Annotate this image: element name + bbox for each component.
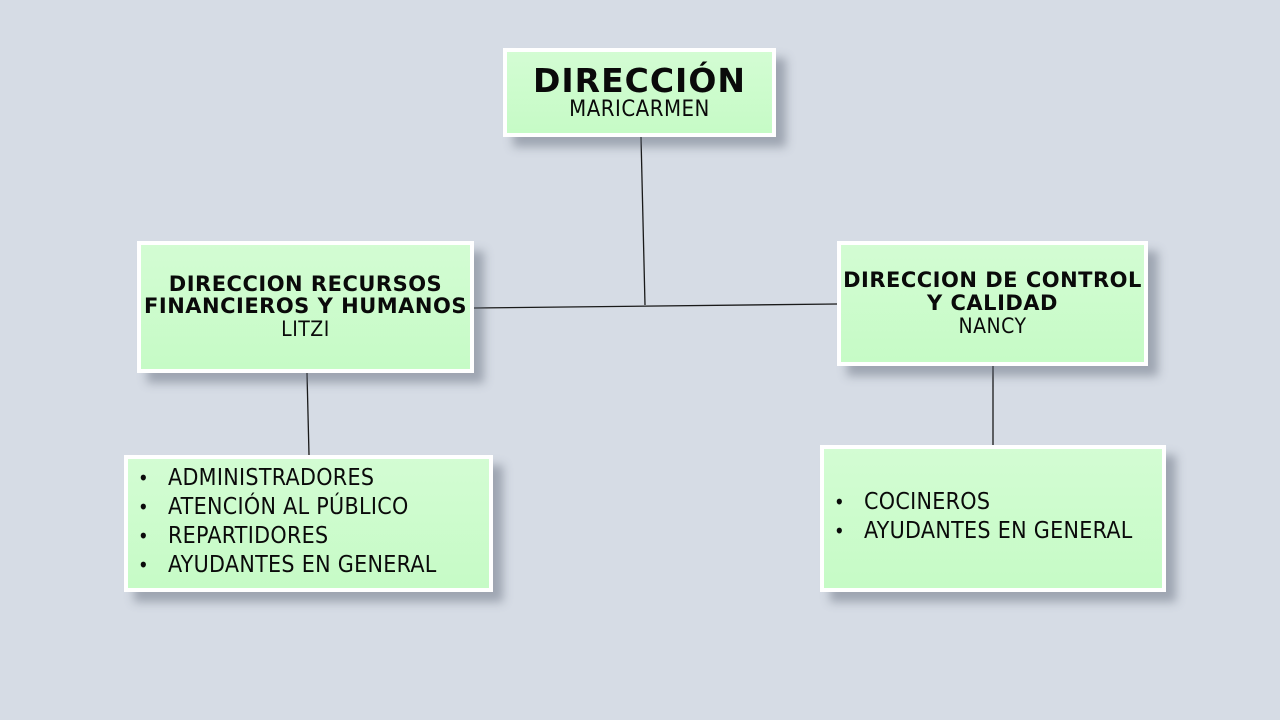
direccion-title: DIRECCIÓN xyxy=(532,60,746,100)
list-item-label: REPARTIDORES xyxy=(168,523,329,549)
recursos-financieros-humanos-box: DIRECCION RECURSOS FINANCIEROS Y HUMANOS… xyxy=(137,241,474,373)
list-item: • ADMINISTRADORES xyxy=(132,464,437,493)
calidad-staff-box: • COCINEROS • AYUDANTES EN GENERAL xyxy=(820,445,1166,592)
list-item-label: AYUDANTES EN GENERAL xyxy=(168,552,437,578)
list-item: • ATENCIÓN AL PÚBLICO xyxy=(132,493,437,522)
list-item-label: ADMINISTRADORES xyxy=(168,465,375,491)
list-item-label: COCINEROS xyxy=(864,489,991,515)
connector-left-to-list xyxy=(306,372,310,456)
calidad-title-line2: Y CALIDAD xyxy=(927,290,1058,315)
direccion-box: DIRECCIÓN MARICARMEN xyxy=(503,48,776,137)
bullet-icon: • xyxy=(138,553,149,577)
recursos-staff-list: • ADMINISTRADORES • ATENCIÓN AL PÚBLICO • R… xyxy=(132,464,437,580)
connector-horizontal-bar xyxy=(473,303,838,309)
bullet-icon: • xyxy=(138,495,149,519)
recursos-staff-box: • ADMINISTRADORES • ATENCIÓN AL PÚBLICO • R… xyxy=(124,455,493,592)
recursos-title-line1: DIRECCION RECURSOS xyxy=(168,271,443,296)
calidad-staff-list: • COCINEROS • AYUDANTES EN GENERAL xyxy=(828,488,1133,546)
calidad-title-line1: DIRECCION DE CONTROL xyxy=(843,268,1142,293)
recursos-name: LITZI xyxy=(281,317,330,342)
bullet-icon: • xyxy=(834,519,845,543)
list-item-label: ATENCIÓN AL PÚBLICO xyxy=(168,494,409,520)
recursos-title-line2: FINANCIEROS Y HUMANOS xyxy=(144,294,467,319)
control-calidad-box: DIRECCION DE CONTROL Y CALIDAD NANCY xyxy=(837,241,1148,366)
direccion-name: MARICARMEN xyxy=(569,97,710,123)
calidad-name: NANCY xyxy=(958,313,1027,338)
bullet-icon: • xyxy=(138,466,149,490)
bullet-icon: • xyxy=(138,524,149,548)
list-item: • AYUDANTES EN GENERAL xyxy=(132,551,437,580)
list-item: • REPARTIDORES xyxy=(132,522,437,551)
list-item: • AYUDANTES EN GENERAL xyxy=(828,517,1133,546)
list-item: • COCINEROS xyxy=(828,488,1133,517)
list-item-label: AYUDANTES EN GENERAL xyxy=(864,518,1133,544)
bullet-icon: • xyxy=(834,490,845,514)
connector-top-to-bar xyxy=(640,136,646,306)
